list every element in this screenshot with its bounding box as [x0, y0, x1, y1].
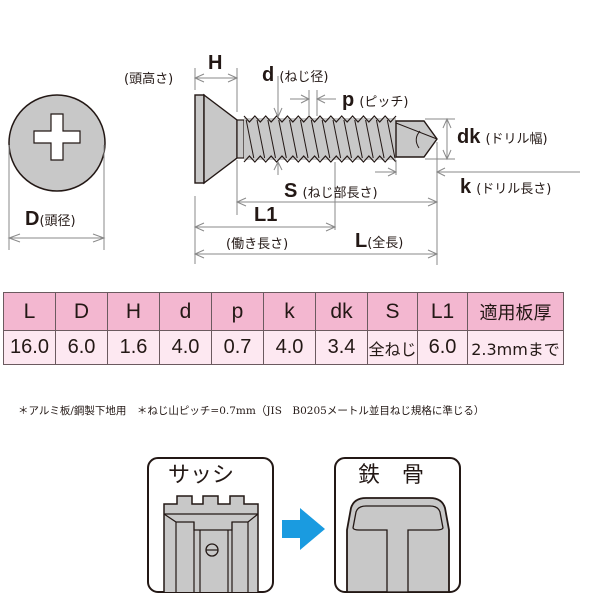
spec-table: L D H d p k dk S L1 適用板厚 16.0 6.0 1.6 4.…	[3, 292, 564, 365]
sash-icon	[147, 457, 274, 593]
header-S: S	[367, 292, 418, 331]
thread-line	[310, 119, 320, 159]
thread-line	[245, 119, 255, 159]
thread-line	[332, 119, 342, 159]
thread-line	[365, 119, 374, 159]
dimension-lines	[193, 68, 580, 265]
cell-dk: 3.4	[315, 330, 368, 365]
header-L: L	[3, 292, 56, 331]
cell-L: 16.0	[3, 330, 56, 365]
dimension-D	[7, 145, 106, 250]
header-D: D	[55, 292, 108, 331]
thread-line	[267, 119, 276, 159]
header-L1: L1	[417, 292, 468, 331]
cell-D: 6.0	[55, 330, 108, 365]
thread-line	[343, 119, 352, 159]
header-k: k	[263, 292, 316, 331]
cell-k: 4.0	[263, 330, 316, 365]
label-k: k (ドリル長さ)	[460, 176, 552, 198]
label-d: d (ねじ径)	[262, 64, 329, 86]
label-L: L(全長)	[355, 230, 404, 252]
label-D: D(頭径)	[25, 208, 76, 230]
arrow-right-icon	[282, 508, 325, 550]
thread-line	[256, 119, 266, 159]
header-p: p	[211, 292, 264, 331]
thread-lines	[245, 119, 396, 159]
cell-H: 1.6	[107, 330, 160, 365]
thread-line	[278, 119, 287, 159]
screw-side-view	[194, 93, 438, 185]
cell-p: 0.7	[211, 330, 264, 365]
label-p: p (ピッチ)	[342, 89, 409, 111]
label-dk: dk (ドリル幅)	[457, 126, 548, 148]
label-sash: サッシ	[168, 463, 235, 488]
label-H-desc: (頭高さ)	[124, 72, 174, 87]
thread-line	[354, 119, 363, 159]
header-d: d	[159, 292, 212, 331]
cell-plate-thickness: 2.3mmまで	[467, 330, 564, 365]
cell-d: 4.0	[159, 330, 212, 365]
screw-diagram	[7, 68, 580, 265]
thread-line	[375, 119, 385, 159]
header-plate-thickness: 適用板厚	[467, 292, 564, 331]
steel-frame-icon	[334, 457, 461, 593]
screw-head-top-view	[8, 94, 106, 192]
header-H: H	[107, 292, 160, 331]
table-header-row: L D H d p k dk S L1 適用板厚	[3, 292, 564, 331]
label-L1-desc: (働き長さ)	[226, 237, 289, 252]
thread-line	[289, 119, 298, 159]
label-S: S (ねじ部長さ)	[284, 180, 378, 202]
application-illustration	[147, 457, 461, 593]
thread-line	[386, 119, 396, 159]
cell-S: 全ねじ	[367, 330, 418, 365]
thread-line	[299, 119, 309, 159]
label-steel-frame: 鉄 骨	[358, 463, 425, 488]
footnote: ＊アルミ板/鋼製下地用 ＊ねじ山ピッチ=0.7mm（JIS B0205メートル並…	[18, 405, 485, 417]
table-row: 16.0 6.0 1.6 4.0 0.7 4.0 3.4 全ねじ 6.0 2.3…	[3, 330, 564, 365]
header-dk: dk	[315, 292, 368, 331]
label-L1-symbol: L1	[254, 204, 278, 226]
label-H-symbol: H	[208, 52, 223, 74]
cell-L1: 6.0	[417, 330, 468, 365]
thread-line	[321, 119, 331, 159]
phillips-cross-icon	[33, 113, 81, 161]
